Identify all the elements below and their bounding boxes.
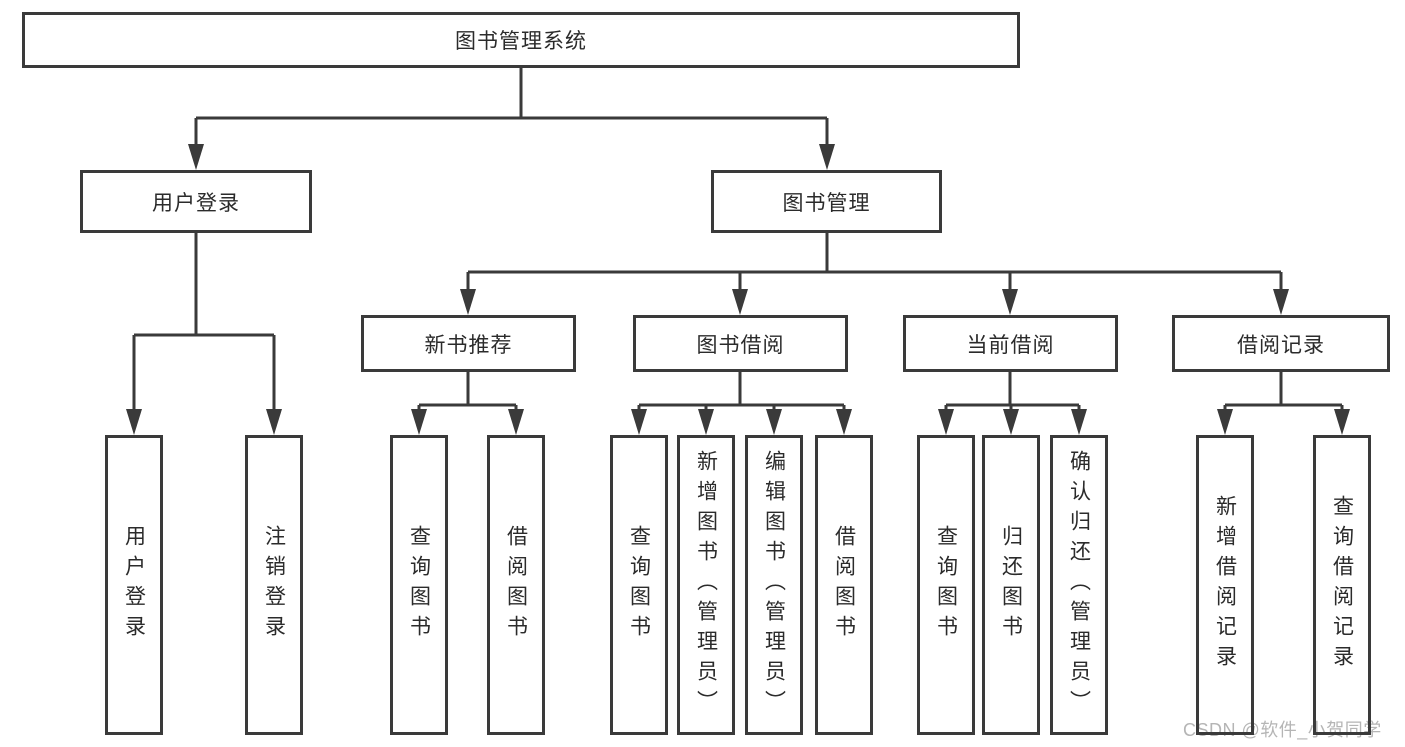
leaf-label: 用户登录	[122, 525, 146, 645]
leaf-label: 新增图书（管理员）	[694, 450, 718, 720]
node-label: 图书借阅	[696, 333, 785, 357]
arrowhead	[766, 409, 782, 435]
arrowheads	[126, 144, 1350, 435]
node-label: 新书推荐	[424, 333, 513, 357]
arrowhead	[631, 409, 647, 435]
arrowhead	[732, 289, 748, 315]
leaf-label: 新增借阅记录	[1213, 495, 1237, 675]
node-label: 借阅记录	[1237, 333, 1325, 357]
leaf-query-books-recommendation: 查询图书	[390, 435, 448, 735]
leaf-logout: 注销登录	[245, 435, 303, 735]
node-book-borrowing: 图书借阅	[633, 315, 848, 372]
arrowhead	[1273, 289, 1289, 315]
arrowhead	[836, 409, 852, 435]
leaf-confirm-return-admin: 确认归还（管理员）	[1050, 435, 1108, 735]
leaf-return-books: 归还图书	[982, 435, 1040, 735]
leaf-label: 注销登录	[262, 525, 286, 645]
node-label: 图书管理	[782, 191, 871, 215]
leaf-borrow-books-borrowing: 借阅图书	[815, 435, 873, 735]
arrowhead	[1002, 289, 1018, 315]
arrowhead	[938, 409, 954, 435]
node-book-management-branch: 图书管理	[711, 170, 942, 233]
leaf-label: 查询借阅记录	[1330, 495, 1354, 675]
arrowhead	[1003, 409, 1019, 435]
leaf-query-books-current: 查询图书	[917, 435, 975, 735]
leaf-borrow-books-recommendation: 借阅图书	[487, 435, 545, 735]
leaf-label: 查询图书	[407, 525, 431, 645]
arrowhead	[411, 409, 427, 435]
node-system-root: 图书管理系统	[22, 12, 1020, 68]
leaf-label: 查询图书	[627, 525, 651, 645]
leaf-label: 确认归还（管理员）	[1067, 450, 1091, 720]
arrowhead	[1334, 409, 1350, 435]
node-new-book-recommendation: 新书推荐	[361, 315, 576, 372]
arrowhead	[698, 409, 714, 435]
leaf-label: 借阅图书	[832, 525, 856, 645]
arrowhead	[1071, 409, 1087, 435]
node-user-login-branch: 用户登录	[80, 170, 312, 233]
arrowhead	[266, 409, 282, 435]
leaf-user-login: 用户登录	[105, 435, 163, 735]
arrowhead	[188, 144, 204, 170]
leaf-label: 借阅图书	[504, 525, 528, 645]
connector-path	[132, 68, 1344, 411]
leaf-query-books-borrowing: 查询图书	[610, 435, 668, 735]
leaf-query-borrow-record: 查询借阅记录	[1313, 435, 1371, 735]
leaf-add-borrow-record: 新增借阅记录	[1196, 435, 1254, 735]
node-label: 用户登录	[152, 191, 240, 215]
leaf-label: 编辑图书（管理员）	[762, 450, 786, 720]
node-current-borrowing: 当前借阅	[903, 315, 1118, 372]
leaf-add-books-admin: 新增图书（管理员）	[677, 435, 735, 735]
arrowhead	[508, 409, 524, 435]
leaf-label: 查询图书	[934, 525, 958, 645]
node-borrowing-records: 借阅记录	[1172, 315, 1390, 372]
node-label: 图书管理系统	[455, 30, 587, 53]
arrowhead	[460, 289, 476, 315]
arrowhead	[1217, 409, 1233, 435]
arrowhead	[126, 409, 142, 435]
csdn-watermark: CSDN @软件_小贺同学	[1183, 720, 1382, 740]
leaf-label: 归还图书	[999, 525, 1023, 645]
node-label: 当前借阅	[966, 333, 1055, 357]
arrowhead	[819, 144, 835, 170]
leaf-edit-books-admin: 编辑图书（管理员）	[745, 435, 803, 735]
